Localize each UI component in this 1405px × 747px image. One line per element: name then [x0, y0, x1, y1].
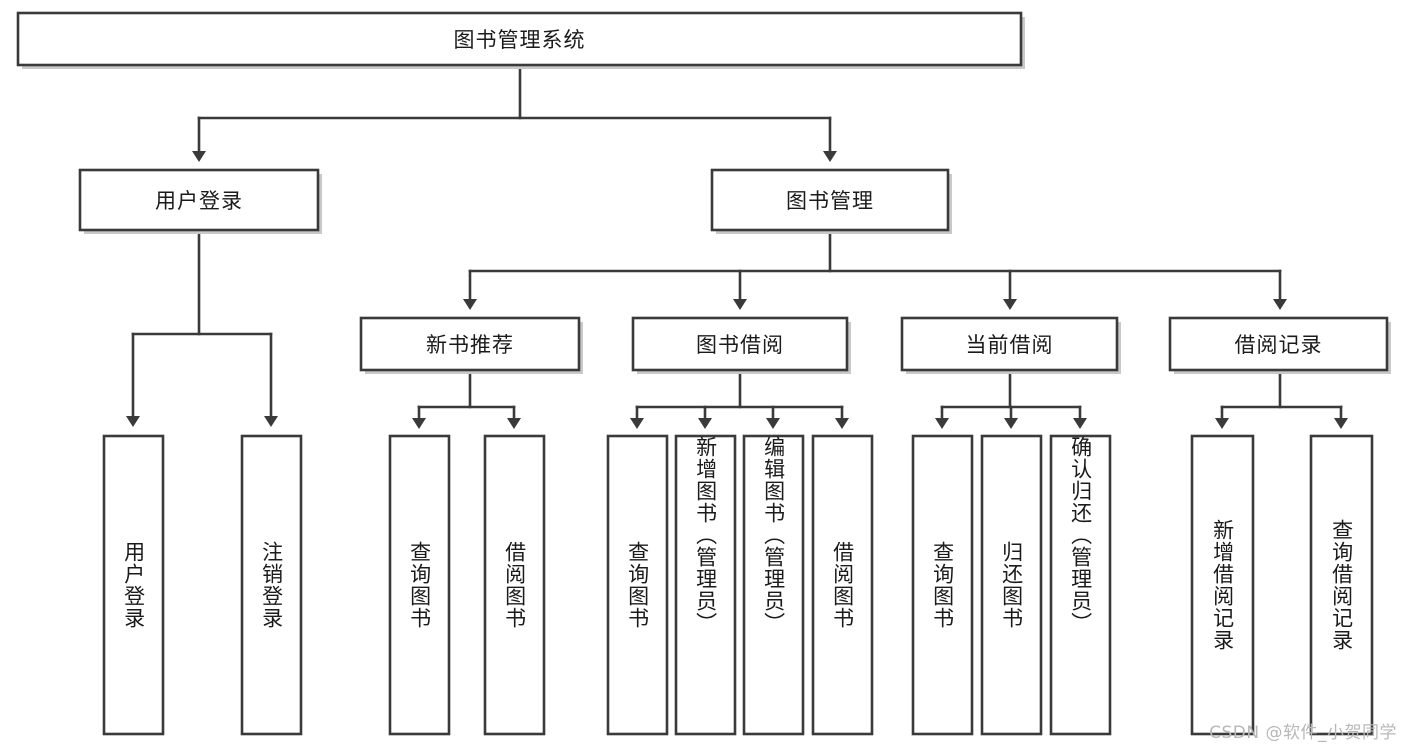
- leaf-box[interactable]: [911, 434, 974, 736]
- leaf-box[interactable]: [102, 434, 165, 736]
- connector-root-to-level2: [192, 64, 837, 162]
- leaf-box[interactable]: [1049, 434, 1112, 736]
- watermark: CSDN @软件_小贺同学: [1209, 723, 1397, 743]
- connector-userlogin-to-leaves: [126, 231, 278, 427]
- leaf-box[interactable]: [240, 434, 303, 736]
- connector-record-to-leaves: [1215, 371, 1348, 429]
- leaf-box[interactable]: [1309, 434, 1374, 736]
- node-borrow-record[interactable]: [1168, 316, 1391, 374]
- leaf-box[interactable]: [742, 434, 805, 736]
- connector-current-to-leaves: [935, 371, 1087, 429]
- leaf-box[interactable]: [606, 434, 669, 736]
- node-book-borrow[interactable]: [631, 316, 851, 374]
- leaf-box[interactable]: [388, 434, 451, 736]
- leaf-box[interactable]: [1190, 434, 1255, 736]
- leaf-box[interactable]: [674, 434, 737, 736]
- node-new-book-recommend[interactable]: [359, 316, 583, 374]
- node-root[interactable]: [16, 11, 1025, 69]
- leaf-box[interactable]: [980, 434, 1043, 736]
- leaf-box[interactable]: [483, 434, 546, 736]
- node-user-login[interactable]: [78, 168, 322, 234]
- leaf-box[interactable]: [811, 434, 874, 736]
- connector-borrow-to-leaves: [630, 371, 849, 429]
- connector-newbook-to-leaves: [412, 371, 521, 429]
- connector-bookmgmt-to-level3: [463, 231, 1287, 310]
- node-current-borrow[interactable]: [900, 316, 1121, 374]
- node-book-management[interactable]: [710, 168, 952, 234]
